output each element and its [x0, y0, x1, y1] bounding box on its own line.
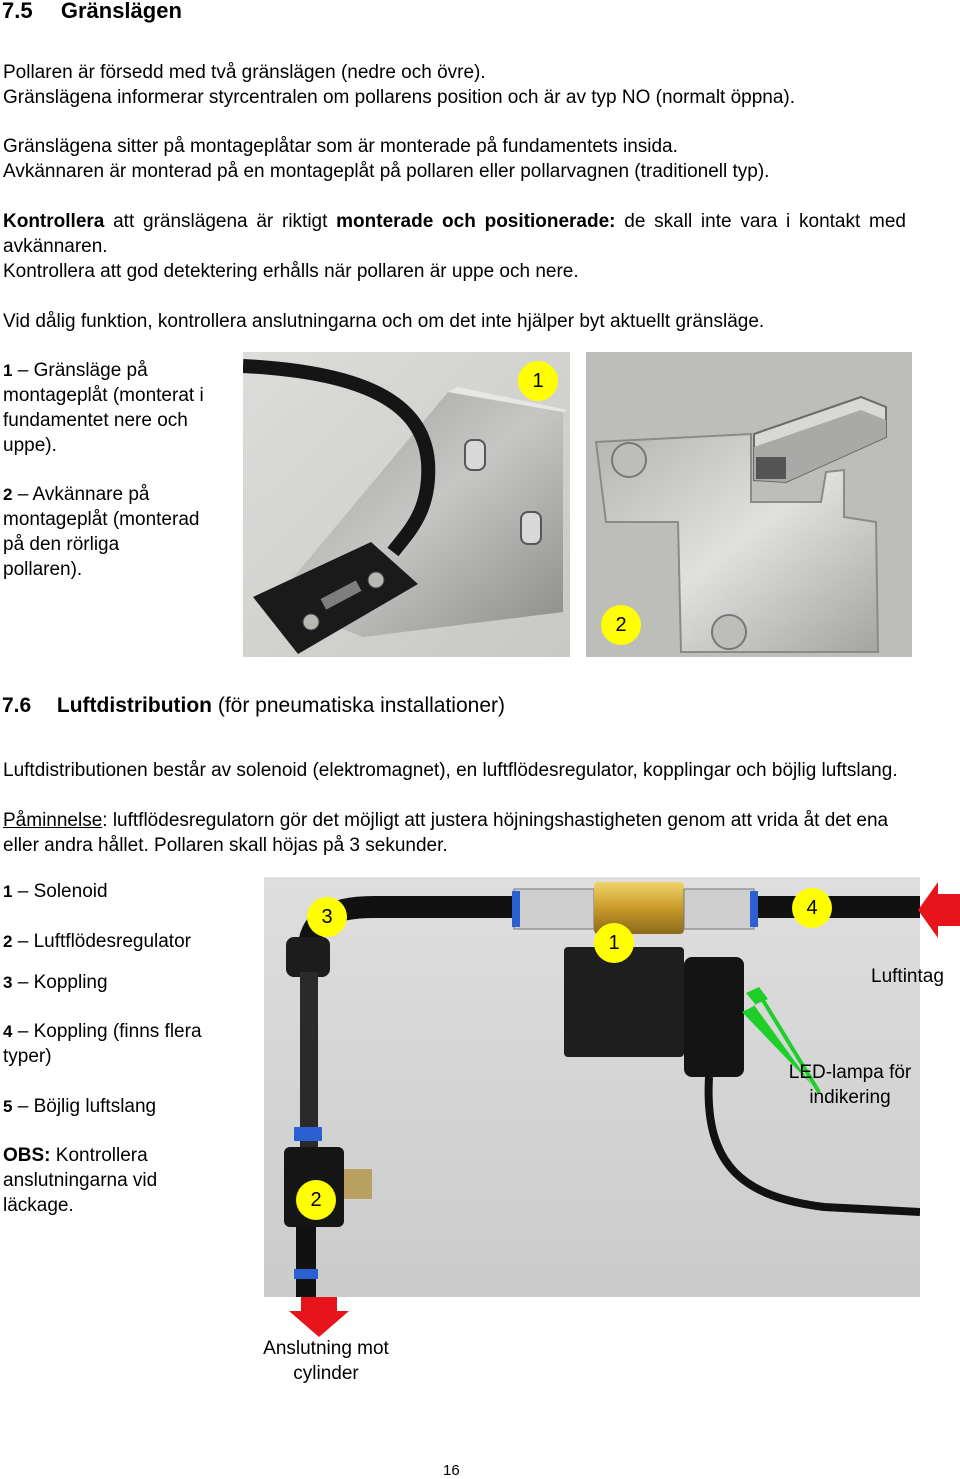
- callout-1: 1: [594, 923, 634, 963]
- section-number: 7.6: [2, 694, 32, 717]
- section-title: Gränslägen: [60, 0, 182, 23]
- legend-number: 1: [3, 882, 13, 901]
- legend-item: 2 – Luftflödesregulator: [3, 929, 243, 970]
- bold-text: monterade och positionerade:: [336, 211, 616, 232]
- air-intake-arrow-icon: [918, 882, 960, 938]
- text: att gränslägena är riktigt: [104, 211, 337, 232]
- section-7-6-heading: 7.6 Luftdistribution (för pneumatiska in…: [2, 694, 505, 718]
- legend-item: 5 – Böjlig luftslang: [3, 1094, 243, 1143]
- callout-1: 1: [518, 361, 558, 401]
- callout-2: 2: [601, 605, 641, 645]
- legend-text: – Böjlig luftslang: [12, 1096, 157, 1117]
- text-line: Gränslägena sitter på montageplåtar som …: [3, 136, 678, 157]
- obs-text: Kontrollera anslutningarna vid läckage.: [3, 1145, 158, 1216]
- section-7-5-heading: 7.5 Gränslägen: [2, 0, 182, 24]
- legend-number: 1: [3, 361, 13, 380]
- air-distribution-photo: [264, 877, 920, 1297]
- paragraph-3: Kontrollera att gränslägena är riktigt m…: [3, 209, 906, 259]
- legend-text: – Koppling: [12, 972, 108, 993]
- text-line: Avkännaren är monterad på en montageplåt…: [3, 161, 770, 182]
- text-line: Gränslägena informerar styrcentralen om …: [3, 87, 796, 108]
- legend-number: 5: [3, 1097, 13, 1116]
- legend-item-2: 2 – Avkännare på montageplåt (monterad p…: [3, 482, 203, 582]
- legend-number: 2: [3, 932, 13, 951]
- bold-text: Kontrollera: [3, 211, 105, 232]
- legend-text: – Koppling (finns flera typer): [3, 1021, 202, 1067]
- legend-item-1: 1 – Gränsläge på montageplåt (monterat i…: [3, 358, 228, 458]
- page-number: 16: [443, 1462, 460, 1479]
- legend-item: 1 – Solenoid: [3, 879, 243, 929]
- air-intake-label: Luftintag: [871, 966, 944, 987]
- led-indicator-label: LED-lampa för indikering: [788, 1062, 912, 1108]
- callout-4: 4: [792, 888, 832, 928]
- obs-note: OBS: Kontrollera anslutningarna vid läck…: [3, 1143, 183, 1218]
- legend-text: – Solenoid: [12, 881, 108, 902]
- legend-text: – Luftflödesregulator: [12, 931, 191, 952]
- limit-switch-plate-photo: [586, 352, 912, 657]
- text-line: Pollaren är försedd med två gränslägen (…: [3, 62, 486, 83]
- callout-2: 2: [296, 1180, 336, 1220]
- section-title-suffix: (för pneumatiska installationer): [212, 694, 505, 717]
- section-number: 7.5: [2, 0, 33, 23]
- paragraph-3-line: Kontrollera att god detektering erhålls …: [3, 261, 579, 282]
- paragraph-reminder: Påminnelse: luftflödesregulatorn gör det…: [3, 808, 923, 858]
- reminder-label: Påminnelse: [3, 810, 103, 831]
- callout-3: 3: [307, 897, 347, 937]
- legend-item: 3 – Koppling: [3, 970, 243, 1019]
- component-legend: 1 – Solenoid 2 – Luftflödesregulator 3 –…: [3, 879, 243, 1143]
- reminder-text: : luftflödesregulatorn gör det möjligt a…: [3, 810, 889, 856]
- obs-label: OBS:: [3, 1145, 51, 1166]
- legend-text: – Avkännare på montageplåt (monterad på …: [3, 484, 200, 580]
- sensor-bracket-photo: [243, 352, 570, 657]
- paragraph-distribution: Luftdistributionen består av solenoid (e…: [3, 760, 898, 781]
- text: de skall inte vara i kontakt med avkänna…: [3, 211, 906, 257]
- cylinder-outlet-arrow-icon: [289, 1297, 349, 1337]
- section-title: Luftdistribution: [56, 694, 213, 717]
- legend-item: 4 – Koppling (finns flera typer): [3, 1019, 243, 1094]
- paragraph-1: Pollaren är försedd med två gränslägen (…: [3, 60, 943, 110]
- paragraph-4: Vid dålig funktion, kontrollera anslutni…: [3, 311, 765, 332]
- cylinder-connection-label: Anslutning mot cylinder: [263, 1338, 389, 1384]
- legend-number: 4: [3, 1022, 13, 1041]
- legend-text: – Gränsläge på montageplåt (monterat i f…: [3, 360, 204, 456]
- legend-number: 3: [3, 973, 13, 992]
- paragraph-2: Gränslägena sitter på montageplåtar som …: [3, 134, 943, 184]
- legend-number: 2: [3, 485, 13, 504]
